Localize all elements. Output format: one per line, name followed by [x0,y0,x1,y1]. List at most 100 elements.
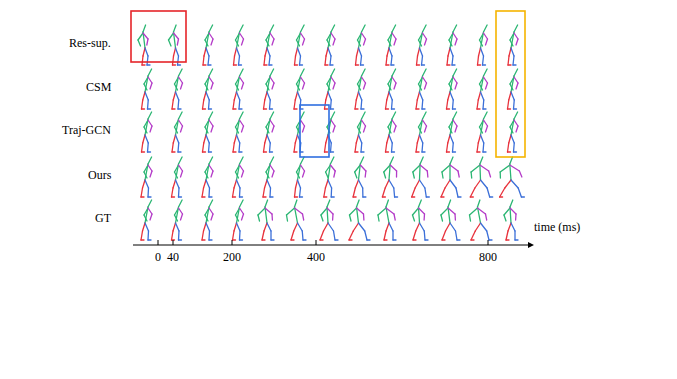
bone [236,40,239,46]
bone [298,223,303,231]
bone [356,135,358,143]
bone [204,223,207,231]
bone [236,215,239,221]
bone [178,64,181,65]
bone [143,180,146,188]
bone [174,48,176,56]
bone [505,180,511,188]
bone [181,126,183,132]
bone [144,84,147,90]
bone [482,100,484,109]
bone [518,188,521,197]
bone [148,239,151,240]
bone [204,92,206,100]
bone [484,112,488,119]
bone [205,33,209,40]
bone [448,200,451,207]
bone [148,165,152,171]
bone [327,208,333,214]
bone [303,214,304,220]
bone [509,48,511,56]
bone [511,119,514,135]
bone [514,120,518,126]
bone [477,143,478,152]
bone [417,92,419,100]
bone [177,100,179,109]
bone [388,120,392,127]
bone [143,33,148,39]
bone [387,48,389,56]
bone [204,48,206,56]
bone [483,56,484,65]
bone [331,25,335,32]
bone [211,126,213,132]
bone [378,208,386,215]
bone [287,215,288,221]
bone [510,40,513,46]
bone [333,126,335,132]
bone [457,239,460,240]
bone [450,157,453,164]
bone [177,143,179,152]
bone [303,239,306,240]
bone [267,92,270,100]
bone [427,171,429,177]
bone [295,92,297,100]
bone [508,108,511,109]
bone [291,239,294,240]
bone [478,135,480,143]
tick-label: 800 [479,251,497,263]
bone [234,135,236,143]
bone [271,239,274,240]
bone [478,200,480,207]
bone [324,196,327,197]
bone [514,69,518,76]
bone [420,48,423,56]
bone [353,196,356,197]
bone [145,48,148,56]
bone [422,56,423,65]
skeleton-grid [138,25,524,240]
bone [458,196,461,197]
bone [450,135,453,143]
bone [328,48,331,56]
bone [237,180,241,188]
bone [206,119,209,135]
bone [394,214,395,220]
bone [362,25,366,32]
bone [326,48,328,56]
bone [265,208,272,214]
bone [172,108,175,109]
bone [205,84,208,90]
bone [142,108,145,109]
bone [240,239,243,240]
bone [239,151,242,152]
bone [420,76,423,92]
bone [390,165,396,171]
bone [331,120,335,126]
bone [208,100,210,109]
bone [449,33,453,40]
bone [294,108,297,109]
bone [142,56,143,65]
bone [452,143,454,152]
bone [394,83,396,89]
bone [206,223,210,231]
bone [179,200,183,207]
highlight-box [131,11,186,62]
bone [477,108,480,109]
bone [367,239,370,240]
bone [382,188,385,197]
bone [148,120,152,126]
bone [237,76,240,92]
tick-label: 40 [167,251,179,263]
bone [240,112,244,119]
bone [240,208,244,214]
bone [176,207,179,223]
bone [453,151,456,152]
bone [481,76,484,92]
bone [515,214,517,220]
bone [353,188,355,197]
bone [148,157,152,164]
bone [327,200,330,207]
